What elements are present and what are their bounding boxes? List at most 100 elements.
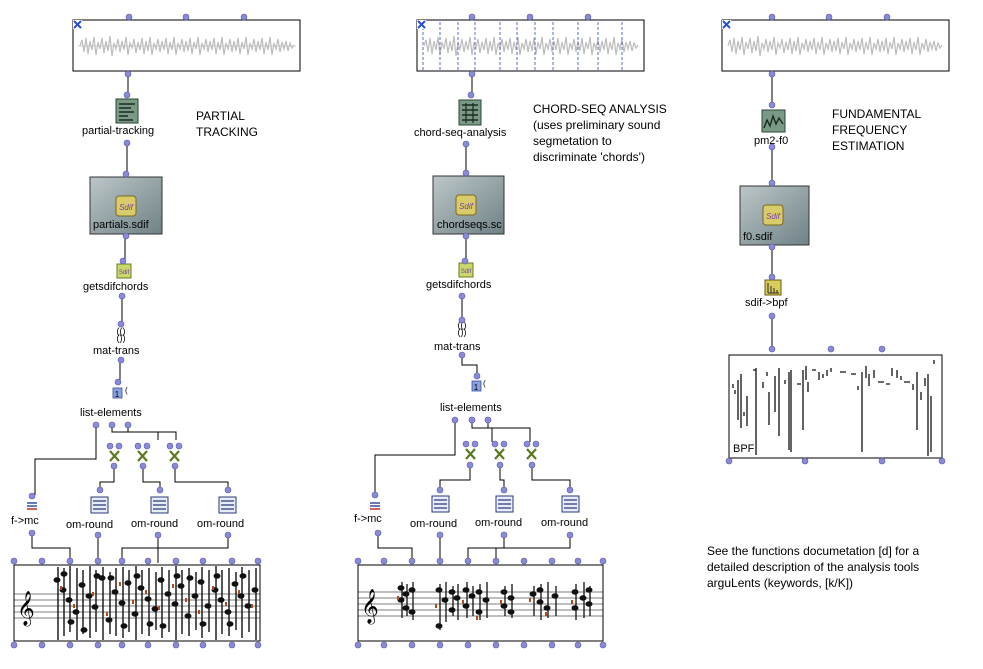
- inlet-dot[interactable]: [94, 531, 102, 539]
- inlet-dot[interactable]: [144, 641, 152, 649]
- inlet-dot[interactable]: [462, 169, 470, 177]
- sdif-to-bpf-box[interactable]: [764, 279, 782, 296]
- inlet-dot[interactable]: [768, 243, 776, 251]
- inlet-dot[interactable]: [66, 557, 74, 565]
- pm2-f0-box[interactable]: [761, 109, 786, 133]
- inlet-dot[interactable]: [526, 13, 534, 21]
- inlet-dot[interactable]: [462, 440, 470, 448]
- mat-trans-box-2[interactable]: (() ()): [458, 320, 467, 337]
- inlet-dot[interactable]: [500, 486, 508, 494]
- inlet-dot[interactable]: [118, 557, 126, 565]
- inlet-dot[interactable]: [768, 70, 776, 78]
- inlet-dot[interactable]: [171, 462, 179, 470]
- f-to-mc-box-2[interactable]: [370, 502, 380, 510]
- list-elements-box-1[interactable]: 1 (: [112, 386, 128, 399]
- multiply-box-1b[interactable]: [137, 450, 148, 462]
- inlet-dot[interactable]: [468, 13, 476, 21]
- sound-file-box-1[interactable]: [72, 19, 301, 72]
- inlet-dot[interactable]: [354, 641, 362, 649]
- inlet-dot[interactable]: [224, 531, 232, 539]
- inlet-dot[interactable]: [938, 457, 946, 465]
- inlet-dot[interactable]: [154, 531, 162, 539]
- inlet-dot[interactable]: [139, 462, 147, 470]
- inlet-dot[interactable]: [768, 13, 776, 21]
- inlet-dot[interactable]: [28, 529, 36, 537]
- inlet-dot[interactable]: [199, 641, 207, 649]
- inlet-dot[interactable]: [827, 345, 835, 353]
- chord-seq-analysis-box[interactable]: [458, 99, 482, 126]
- inlet-dot[interactable]: [10, 641, 18, 649]
- inlet-dot[interactable]: [466, 461, 474, 469]
- bpf-editor[interactable]: [728, 354, 943, 459]
- inlet-dot[interactable]: [118, 292, 126, 300]
- inlet-dot[interactable]: [123, 139, 131, 147]
- inlet-dot[interactable]: [500, 440, 508, 448]
- multiply-box-1a[interactable]: [109, 450, 120, 462]
- inlet-dot[interactable]: [520, 641, 528, 649]
- inlet-dot[interactable]: [523, 440, 531, 448]
- close-icon[interactable]: [722, 20, 731, 29]
- inlet-dot[interactable]: [436, 557, 444, 565]
- inlet-dot[interactable]: [768, 143, 776, 151]
- sdif-file-box-1[interactable]: Sdif: [89, 176, 163, 235]
- inlet-dot[interactable]: [175, 442, 183, 450]
- multiply-box-1c[interactable]: [169, 450, 180, 462]
- inlet-dot[interactable]: [166, 442, 174, 450]
- inlet-dot[interactable]: [143, 442, 151, 450]
- sound-file-box-3[interactable]: [721, 19, 950, 72]
- inlet-dot[interactable]: [172, 641, 180, 649]
- inlet-dot[interactable]: [94, 641, 102, 649]
- inlet-dot[interactable]: [532, 440, 540, 448]
- inlet-dot[interactable]: [500, 531, 508, 539]
- inlet-dot[interactable]: [464, 641, 472, 649]
- inlet-dot[interactable]: [464, 557, 472, 565]
- inlet-dot[interactable]: [110, 462, 118, 470]
- inlet-dot[interactable]: [768, 101, 776, 109]
- inlet-dot[interactable]: [491, 440, 499, 448]
- inlet-dot[interactable]: [878, 457, 886, 465]
- inlet-dot[interactable]: [254, 557, 262, 565]
- inlet-dot[interactable]: [462, 232, 470, 240]
- inlet-dot[interactable]: [114, 378, 122, 386]
- inlet-dot[interactable]: [354, 557, 362, 565]
- inlet-dot[interactable]: [144, 557, 152, 565]
- close-icon[interactable]: [417, 20, 426, 29]
- inlet-dot[interactable]: [123, 91, 131, 99]
- inlet-dot[interactable]: [125, 13, 133, 21]
- inlet-dot[interactable]: [240, 13, 248, 21]
- sound-file-box-2[interactable]: [416, 19, 645, 72]
- list-elements-box-2[interactable]: 1 (: [471, 379, 486, 392]
- getsdifchords-box-2[interactable]: Sdif: [458, 262, 474, 278]
- inlet-dot[interactable]: [380, 641, 388, 649]
- om-round-box-1b[interactable]: [150, 496, 169, 514]
- getsdifchords-box-1[interactable]: Sdif: [116, 263, 132, 279]
- inlet-dot[interactable]: [566, 486, 574, 494]
- inlet-dot[interactable]: [408, 557, 416, 565]
- om-round-box-1a[interactable]: [90, 496, 109, 514]
- om-round-box-2a[interactable]: [431, 495, 450, 513]
- inlet-dot[interactable]: [92, 421, 100, 429]
- inlet-dot[interactable]: [458, 292, 466, 300]
- inlet-dot[interactable]: [468, 416, 476, 424]
- inlet-dot[interactable]: [436, 531, 444, 539]
- chord-seq-editor-2[interactable]: 𝄞: [357, 564, 604, 642]
- inlet-dot[interactable]: [599, 557, 607, 565]
- inlet-dot[interactable]: [117, 356, 125, 364]
- inlet-dot[interactable]: [468, 70, 476, 78]
- inlet-dot[interactable]: [492, 641, 500, 649]
- inlet-dot[interactable]: [473, 372, 481, 380]
- inlet-dot[interactable]: [801, 457, 809, 465]
- inlet-dot[interactable]: [408, 641, 416, 649]
- inlet-dot[interactable]: [878, 345, 886, 353]
- inlet-dot[interactable]: [520, 557, 528, 565]
- inlet-dot[interactable]: [548, 557, 556, 565]
- inlet-dot[interactable]: [768, 273, 776, 281]
- inlet-dot[interactable]: [228, 641, 236, 649]
- f-to-mc-box-1[interactable]: [27, 502, 37, 510]
- inlet-dot[interactable]: [124, 421, 132, 429]
- inlet-dot[interactable]: [38, 557, 46, 565]
- inlet-dot[interactable]: [134, 442, 142, 450]
- inlet-dot[interactable]: [599, 641, 607, 649]
- inlet-dot[interactable]: [768, 345, 776, 353]
- inlet-dot[interactable]: [10, 557, 18, 565]
